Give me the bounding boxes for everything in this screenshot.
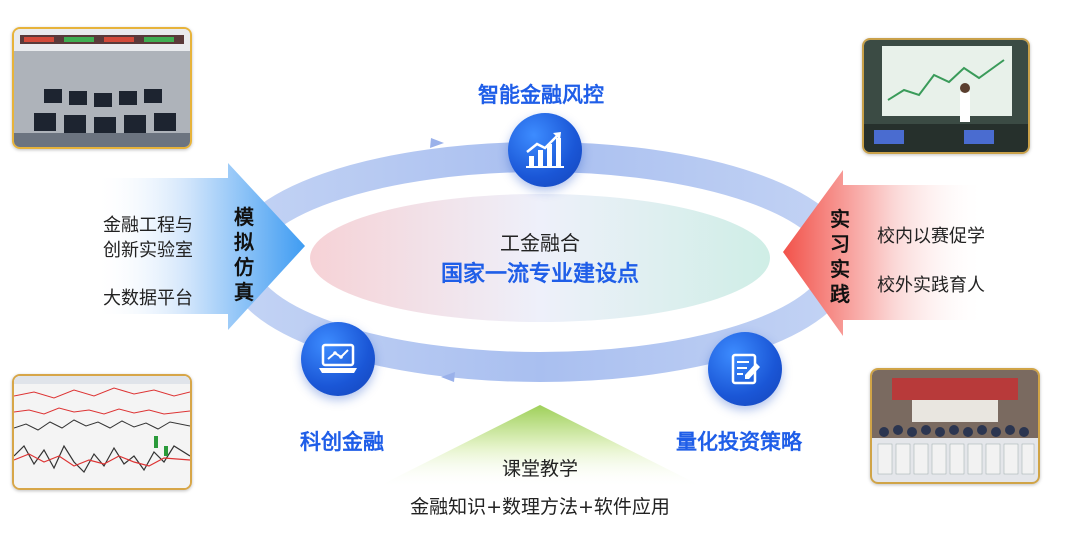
trading-lab-photo — [12, 27, 192, 149]
bottom-arrow-title: 课堂教学 — [501, 458, 578, 480]
internship-group-photo — [870, 368, 1040, 484]
right-bottom-node-label: 量化投资策略 — [676, 430, 802, 454]
document-pen-icon — [708, 332, 782, 406]
left-arrow-title: 模拟仿真 — [234, 205, 254, 304]
center-subtitle: 国家一流专业建设点 — [440, 262, 639, 287]
left-arrow-item-3: 大数据平台 — [103, 288, 193, 309]
left-arrow-item-1: 金融工程与 — [103, 215, 193, 236]
ring-arrowhead-top — [430, 138, 444, 148]
right-arrow-title: 实习实践 — [830, 207, 850, 306]
bar-chart-icon — [508, 113, 582, 187]
laptop-chart-icon — [301, 322, 375, 396]
bottom-arrow-subtitle: 金融知识+数理方法+软件应用 — [410, 496, 670, 518]
right-arrow-item-1: 校内以赛促学 — [877, 226, 985, 247]
left-arrow-item-2: 创新实验室 — [103, 240, 193, 261]
left-arrow — [95, 163, 305, 330]
right-arrow-item-2: 校外实践育人 — [877, 275, 985, 296]
stock-charts-screenshot — [12, 374, 192, 490]
bottom-arrow — [375, 405, 705, 488]
left-bottom-node-label: 科创金融 — [300, 430, 384, 454]
right-arrow — [783, 170, 985, 336]
center-ellipse — [310, 194, 770, 322]
ring-arrowhead-bottom — [441, 372, 455, 382]
center-title: 工金融合 — [500, 231, 580, 255]
lecture-photo — [862, 38, 1030, 154]
top-node-label: 智能金融风控 — [478, 83, 604, 107]
